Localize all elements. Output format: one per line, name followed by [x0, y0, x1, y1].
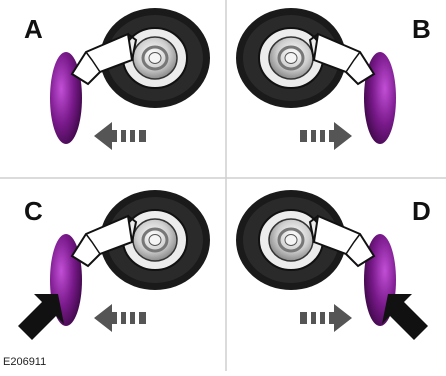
press-arrow-icon	[382, 294, 428, 340]
fuel-filler-housing-icon	[72, 8, 210, 108]
panel-label-b: B	[412, 16, 431, 42]
panel-label-d: D	[412, 198, 431, 224]
fuel-filler-housing-icon	[236, 190, 374, 290]
panel-d	[236, 190, 428, 340]
panel-label-a: A	[24, 16, 43, 42]
open-direction-arrow-icon	[94, 304, 146, 332]
panel-a	[50, 8, 210, 150]
open-direction-arrow-icon	[300, 122, 352, 150]
open-direction-arrow-icon	[300, 304, 352, 332]
panel-label-c: C	[24, 198, 43, 224]
panel-b	[236, 8, 396, 150]
figure-id: E206911	[3, 356, 46, 368]
press-arrow-icon	[18, 294, 64, 340]
panel-c	[18, 190, 210, 340]
open-direction-arrow-icon	[94, 122, 146, 150]
fuel-filler-housing-icon	[72, 190, 210, 290]
fuel-filler-housing-icon	[236, 8, 374, 108]
